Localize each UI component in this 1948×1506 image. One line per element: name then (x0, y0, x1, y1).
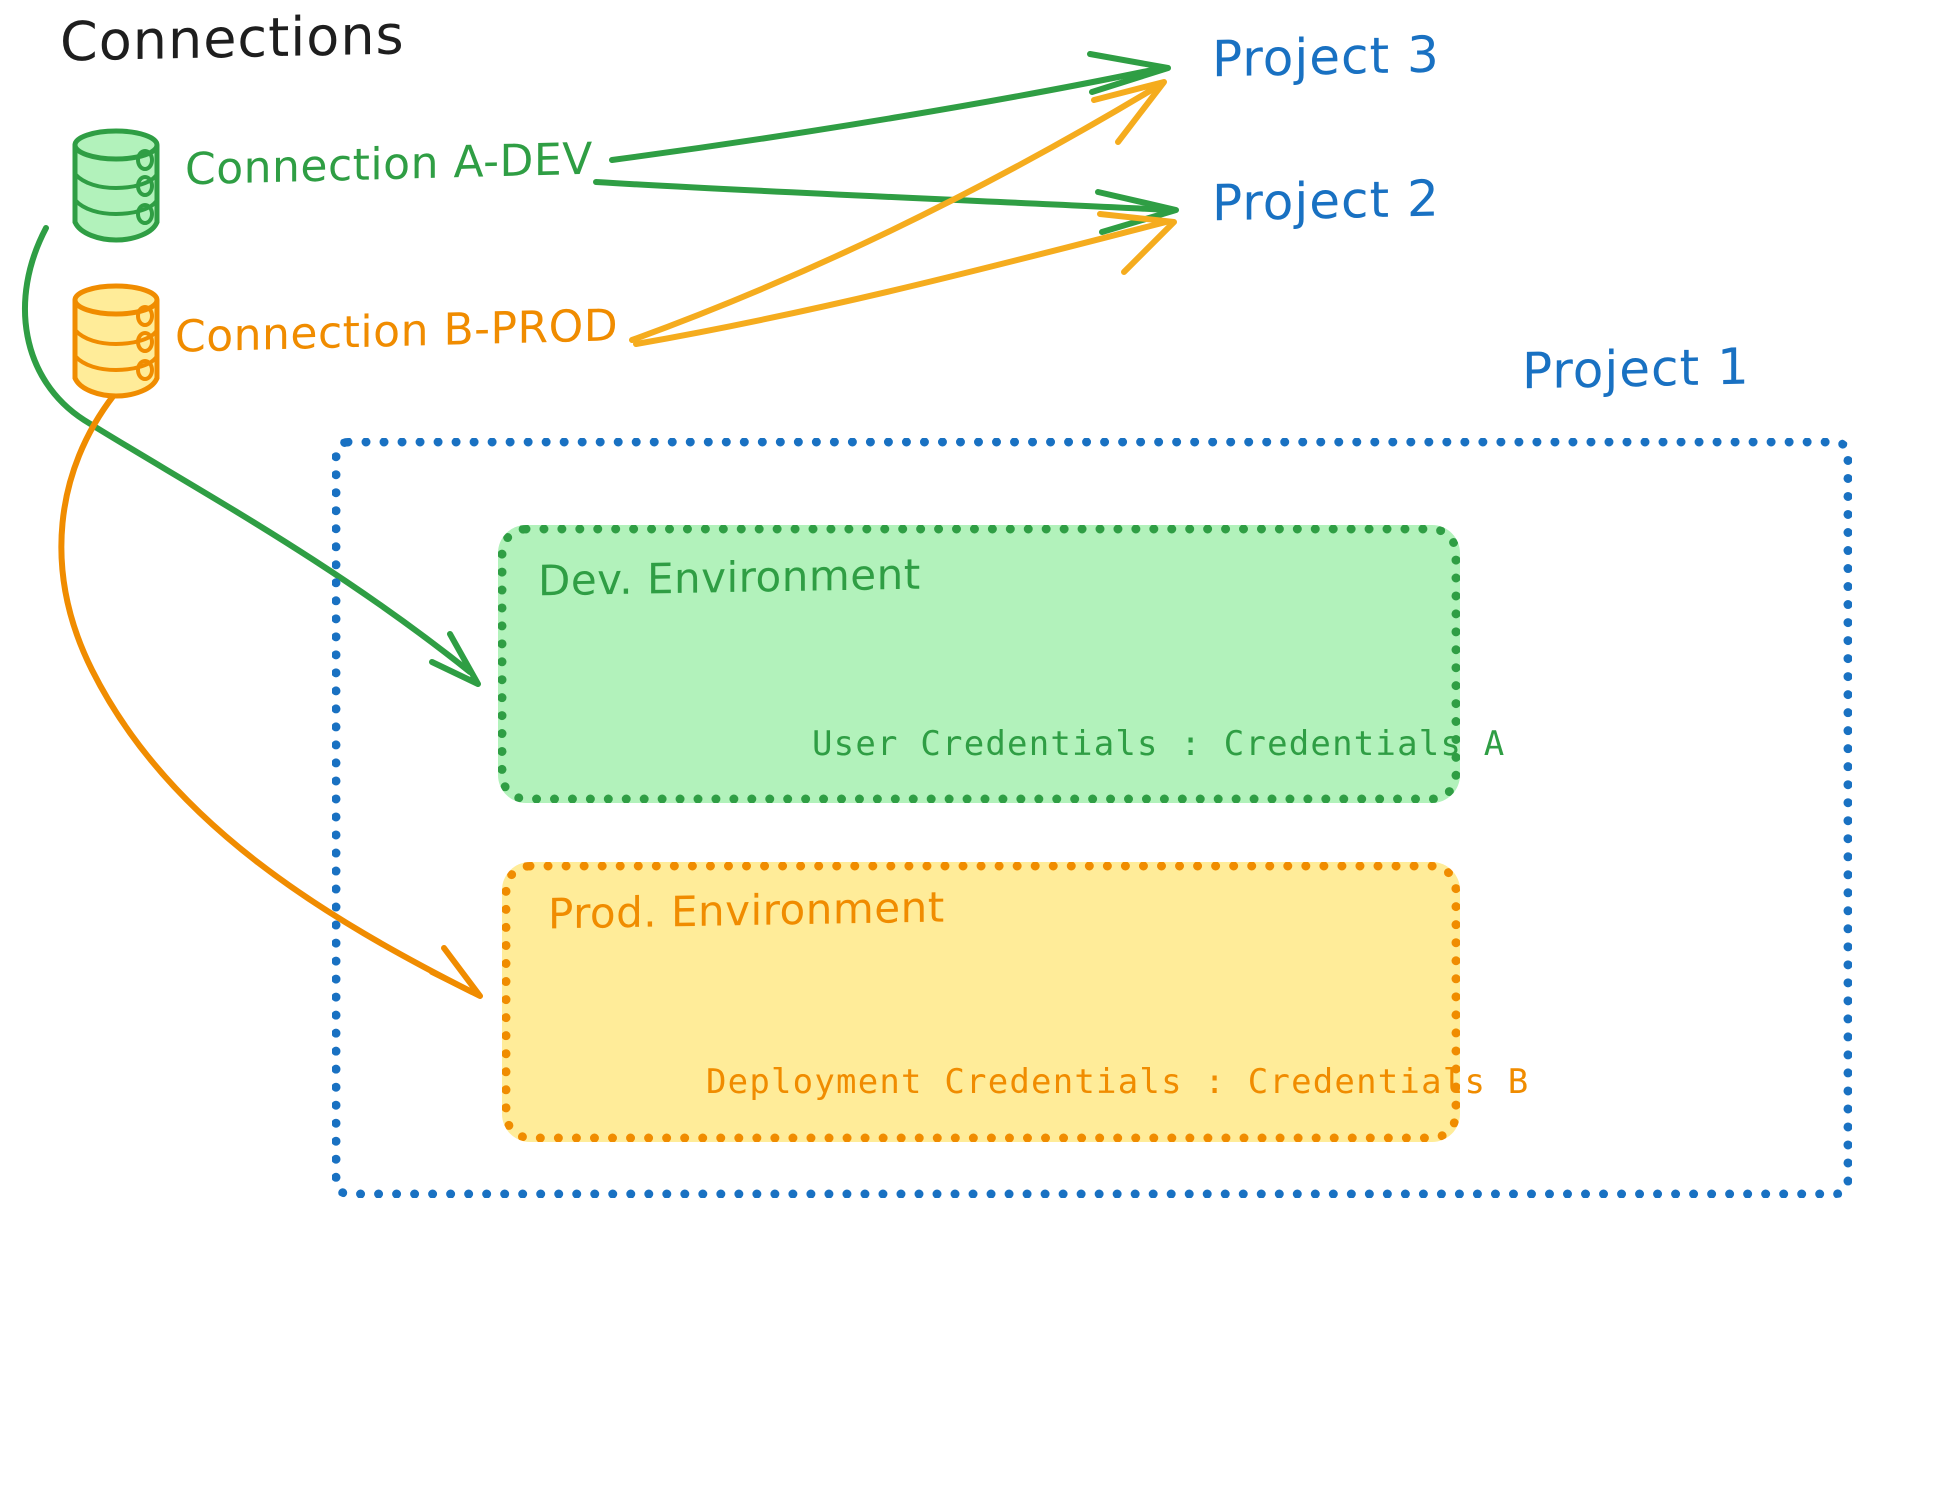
project-3-label[interactable]: Project 3 (1212, 25, 1440, 89)
project-1-label[interactable]: Project 1 (1522, 337, 1750, 401)
dev-environment-box[interactable] (498, 525, 1460, 803)
dev-environment-title: Dev. Environment (538, 549, 921, 606)
edge-a-dev-to-project-2 (593, 179, 1179, 235)
prod-environment-box[interactable] (502, 862, 1460, 1142)
edge-a-dev-to-dev-environment (21, 225, 481, 687)
connection-a-dev-label[interactable]: Connection A-DEV (185, 133, 593, 196)
project-1-container (332, 438, 1852, 1198)
edge-b-prod-to-project-2 (633, 211, 1177, 347)
edge-a-dev-to-project-3 (609, 51, 1171, 163)
dev-environment-credentials: User Credentials : Credentials A (812, 724, 1506, 764)
edge-b-prod-to-project-3 (629, 79, 1167, 343)
database-cylinder-icon[interactable] (72, 128, 160, 243)
prod-environment-credentials: Deployment Credentials : Credentials B (706, 1062, 1530, 1102)
page-title: Connections (60, 3, 405, 74)
project-2-label[interactable]: Project 2 (1212, 169, 1440, 233)
connection-b-prod-label[interactable]: Connection B-PROD (175, 300, 619, 363)
prod-environment-title: Prod. Environment (548, 882, 945, 939)
edge-b-prod-to-prod-environment (58, 392, 483, 999)
database-cylinder-icon[interactable] (72, 283, 160, 399)
